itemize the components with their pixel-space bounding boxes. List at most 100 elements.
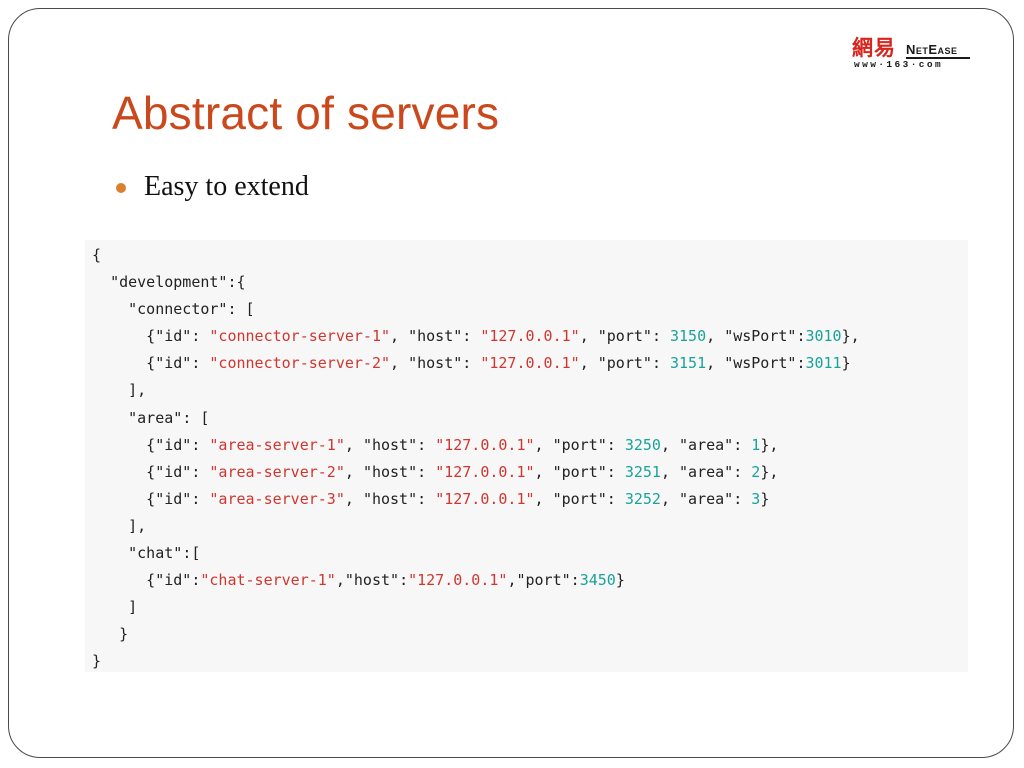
json-string: "chat-server-1"	[200, 571, 336, 590]
json-key: "area"	[679, 462, 734, 481]
json-punctuation: ,	[660, 489, 680, 508]
code-line: ]	[92, 594, 968, 621]
code-line: {"id":"chat-server-1","host":"127.0.0.1"…	[92, 567, 968, 594]
json-key: "wsPort"	[724, 327, 797, 346]
json-punctuation: ,	[507, 571, 517, 590]
json-punctuation: ,	[344, 435, 363, 454]
json-punctuation: :	[191, 327, 210, 346]
json-punctuation: ,	[534, 435, 553, 454]
json-string: "127.0.0.1"	[480, 327, 580, 346]
json-key: "host"	[362, 462, 418, 481]
code-block: { "development":{ "connector": [ {"id": …	[85, 240, 968, 672]
code-line: {	[92, 242, 968, 269]
json-key: "host"	[362, 435, 418, 454]
json-punctuation: :	[606, 462, 625, 481]
json-key: "development"	[110, 273, 228, 292]
json-punctuation: :	[606, 489, 625, 508]
json-key: "id"	[155, 327, 192, 346]
json-punctuation: {	[92, 354, 156, 373]
code-line: {"id": "area-server-2", "host": "127.0.0…	[92, 459, 968, 486]
json-punctuation: : [	[182, 408, 210, 427]
json-punctuation	[92, 544, 128, 562]
json-punctuation: :	[733, 435, 752, 454]
netease-logo: 網易 NetEase www·163·com	[852, 32, 972, 72]
json-number: 3252	[624, 489, 661, 508]
json-punctuation: :	[796, 354, 806, 373]
json-number: 2	[751, 462, 761, 481]
json-string: "area-server-3"	[209, 489, 345, 508]
json-punctuation: {	[92, 246, 102, 264]
logo-url: www·163·com	[854, 59, 944, 70]
code-line: ],	[92, 513, 968, 540]
json-punctuation	[92, 300, 128, 318]
logo-mark: 網易	[852, 36, 896, 60]
json-punctuation: :	[191, 435, 210, 454]
json-string: "connector-server-1"	[209, 327, 391, 346]
json-key: "port"	[597, 354, 652, 373]
json-string: "127.0.0.1"	[408, 571, 508, 590]
code-line: {"id": "connector-server-2", "host": "12…	[92, 350, 968, 377]
json-punctuation: ],	[92, 516, 147, 535]
json-number: 3250	[624, 435, 661, 454]
code-line: {"id": "connector-server-1", "host": "12…	[92, 323, 968, 350]
json-key: "port"	[597, 327, 652, 346]
json-punctuation: :	[606, 435, 625, 454]
json-punctuation: }	[841, 354, 851, 373]
json-number: 3151	[670, 354, 707, 373]
json-punctuation: {	[92, 489, 156, 508]
code-line: "development":{	[92, 269, 968, 296]
code-line: "area": [	[92, 405, 968, 432]
json-punctuation: ]	[92, 598, 138, 617]
json-punctuation: ,	[344, 462, 363, 481]
json-number: 3	[751, 489, 761, 508]
json-punctuation	[92, 409, 128, 427]
json-key: "port"	[516, 571, 571, 590]
json-punctuation: ,	[706, 354, 725, 373]
code-line: }	[92, 621, 968, 648]
logo-name: NetEase	[906, 42, 958, 57]
json-key: "host"	[362, 489, 418, 508]
json-key: "id"	[155, 462, 192, 481]
code-line: }	[92, 648, 968, 675]
logo-divider	[906, 57, 970, 59]
json-punctuation: :	[733, 489, 752, 508]
json-punctuation: :	[191, 354, 210, 373]
json-string: "area-server-2"	[209, 462, 345, 481]
json-key: "wsPort"	[724, 354, 797, 373]
json-punctuation: :	[651, 327, 670, 346]
slide-title: Abstract of servers	[112, 87, 500, 139]
json-punctuation: :{	[227, 273, 246, 292]
code-line: ],	[92, 377, 968, 404]
json-punctuation: }	[615, 571, 625, 590]
bullet-text: Easy to extend	[144, 171, 309, 202]
json-punctuation: {	[92, 462, 156, 481]
json-punctuation: :	[417, 489, 436, 508]
json-punctuation: },	[841, 327, 860, 346]
json-punctuation: ],	[92, 381, 147, 400]
json-number: 3150	[670, 327, 707, 346]
json-punctuation: :	[462, 354, 481, 373]
json-punctuation: :	[570, 571, 580, 590]
json-punctuation: ,	[390, 327, 409, 346]
json-punctuation: ,	[660, 435, 680, 454]
json-punctuation: :	[796, 327, 806, 346]
json-punctuation: }	[760, 489, 770, 508]
json-key: "id"	[155, 571, 192, 590]
json-punctuation: :[	[182, 544, 201, 563]
json-key: "connector"	[128, 300, 228, 319]
json-punctuation: ,	[534, 489, 553, 508]
json-number: 3011	[805, 354, 842, 373]
json-key: "id"	[155, 354, 192, 373]
json-punctuation: },	[760, 462, 779, 481]
code-line: {"id": "area-server-1", "host": "127.0.0…	[92, 432, 968, 459]
json-number: 3450	[579, 571, 616, 590]
json-punctuation: ,	[706, 327, 725, 346]
json-punctuation: ,	[335, 571, 345, 590]
json-punctuation: :	[191, 462, 210, 481]
json-punctuation: ,	[534, 462, 553, 481]
json-punctuation: {	[92, 571, 156, 590]
json-punctuation: ,	[579, 354, 598, 373]
code-line: "connector": [	[92, 296, 968, 323]
json-punctuation: :	[191, 489, 210, 508]
json-key: "host"	[344, 571, 400, 590]
